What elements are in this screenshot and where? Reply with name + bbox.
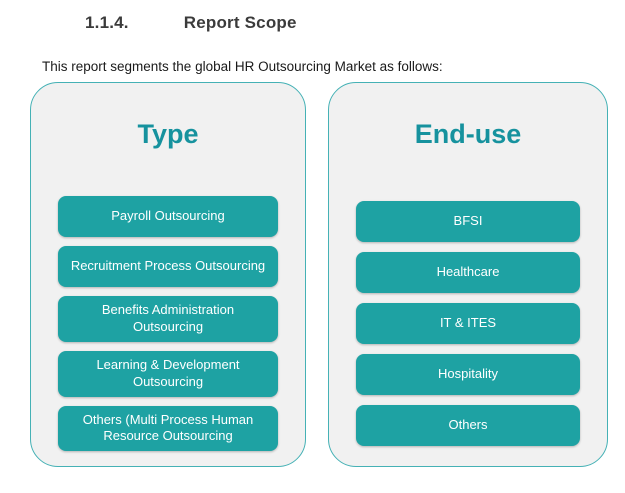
segment-box-it-ites: IT & ITES [356,303,580,344]
segment-box-bfsi: BFSI [356,201,580,242]
segment-box-others: Others [356,405,580,446]
section-title: Report Scope [183,13,297,32]
section-number: 1.1.4. [85,13,129,32]
segment-box-hospitality: Hospitality [356,354,580,395]
segment-box-others-multi-process: Others (Multi Process Human Resource Out… [58,405,278,452]
section-heading: 1.1.4. Report Scope [85,13,297,33]
segment-box-recruitment-process-outsourcing: Recruitment Process Outsourcing [58,246,278,287]
end-use-panel: End-use BFSI Healthcare IT & ITES Hospit… [328,82,608,467]
end-use-panel-title: End-use [414,119,522,149]
end-use-segment-list: BFSI Healthcare IT & ITES Hospitality Ot… [356,201,580,446]
intro-text: This report segments the global HR Outso… [42,59,443,74]
segment-box-healthcare: Healthcare [356,252,580,293]
segment-box-learning-development-outsourcing: Learning & Development Outsourcing [58,350,278,397]
segment-box-benefits-administration-outsourcing: Benefits Administration Outsourcing [58,296,278,342]
type-segment-list: Payroll Outsourcing Recruitment Process … [58,196,278,452]
type-panel: Type Payroll Outsourcing Recruitment Pro… [30,82,306,467]
segment-box-payroll-outsourcing: Payroll Outsourcing [58,196,278,237]
type-panel-title: Type [137,119,199,149]
